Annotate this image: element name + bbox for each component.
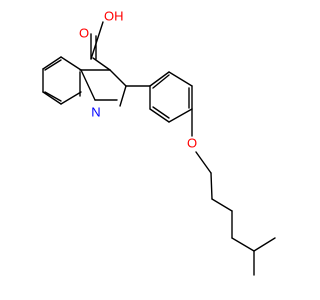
bond-19: [168, 71, 193, 87]
bond-4: [109, 69, 127, 87]
bond-3: [92, 57, 111, 71]
bond-34: [253, 237, 276, 252]
bond-7: [80, 69, 96, 101]
bond-29: [210, 172, 213, 200]
bond-26: [152, 106, 170, 119]
molecule-diagram: O OH N O: [42, 8, 276, 276]
bond-18: [149, 71, 170, 87]
bond-13: [60, 91, 82, 105]
bond-2: [90, 21, 104, 60]
bond-5: [119, 85, 127, 107]
atom-label-layer: O OH N O: [79, 8, 197, 150]
bond-32: [231, 237, 255, 252]
bond-22: [149, 108, 170, 123]
bond-24: [152, 74, 170, 89]
carbonyl-oxygen-label: O: [79, 25, 89, 40]
bond-21: [168, 108, 193, 123]
ether-oxygen-label: O: [187, 135, 197, 150]
bond-10: [42, 56, 62, 70]
bond-12: [42, 91, 62, 105]
bond-16: [44, 91, 62, 102]
bond-30: [211, 198, 233, 212]
hydroxyl-label: OH: [104, 8, 124, 23]
bond-layer: [42, 21, 276, 276]
bond-28: [195, 151, 212, 174]
quinoline-nitrogen-label: N: [91, 104, 100, 119]
bond-9: [60, 56, 82, 71]
bond-15: [44, 59, 62, 71]
